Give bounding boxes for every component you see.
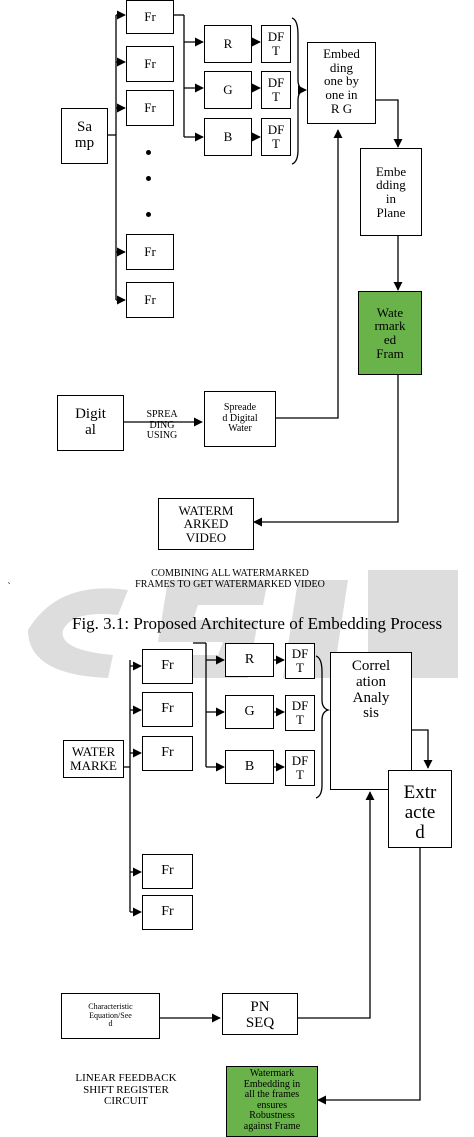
embedding-rgb-box: Embed ding one by one in R G — [307, 42, 376, 124]
frame-box-5: Fr — [142, 895, 193, 930]
channel-b-box: B — [204, 118, 252, 156]
sample-box: Sa mp — [61, 108, 108, 164]
frame-box-3: Fr — [142, 736, 193, 771]
frame-box-4: Fr — [126, 234, 174, 270]
spreading-using-label: SPREA DING USING — [146, 409, 178, 441]
watermarked-input-box: WATER MARKE — [63, 740, 124, 778]
digital-box: Digit al — [57, 395, 124, 451]
embedding-plane-box: Embe dding in Plane — [360, 148, 422, 236]
ellipsis-dot — [146, 212, 151, 217]
figure-caption: Fig. 3.1: Proposed Architecture of Embed… — [72, 614, 443, 633]
channel-r-box: R — [225, 643, 274, 677]
stray-mark: ` — [7, 581, 11, 593]
frame-box-1: Fr — [142, 649, 193, 684]
dft-box-b: DF T — [285, 750, 315, 786]
frame-box-2: Fr — [126, 46, 174, 82]
dft-box-b: DF T — [261, 118, 291, 156]
dft-box-r: DF T — [261, 25, 291, 63]
watermarked-video-box: WATERM ARKED VIDEO — [158, 498, 254, 550]
frame-box-1: Fr — [126, 0, 174, 34]
channel-g-box: G — [225, 695, 274, 729]
frame-box-2: Fr — [142, 692, 193, 727]
watermarked-frame-box: Wate rmark ed Fram — [358, 291, 422, 375]
frame-box-5: Fr — [126, 282, 174, 318]
extracted-box: Extr acte d — [388, 770, 452, 848]
dft-box-r: DF T — [285, 643, 315, 679]
spreaded-digital-box: Spreade d Digital Water — [204, 391, 276, 447]
ellipsis-dot — [146, 176, 151, 181]
correlation-analysis-box: Correl ation Analy sis — [330, 652, 412, 790]
channel-g-box: G — [204, 71, 252, 109]
channel-b-box: B — [225, 750, 274, 784]
pn-sequence-box: PN SEQ — [222, 993, 298, 1035]
frame-box-4: Fr — [142, 854, 193, 889]
channel-r-box: R — [204, 25, 252, 63]
dft-box-g: DF T — [285, 695, 315, 731]
combining-note: COMBINING ALL WATERMARKED FRAMES TO GET … — [135, 568, 325, 590]
lfsr-note: LINEAR FEEDBACK SHIFT REGISTER CIRCUIT — [75, 1072, 177, 1108]
robustness-box: Watermark Embedding in all the frames en… — [226, 1066, 318, 1137]
dft-box-g: DF T — [261, 71, 291, 109]
frame-box-3: Fr — [126, 90, 174, 126]
characteristic-equation-box: Characteristic Equation/See d — [61, 993, 160, 1039]
ellipsis-dot — [146, 150, 151, 155]
